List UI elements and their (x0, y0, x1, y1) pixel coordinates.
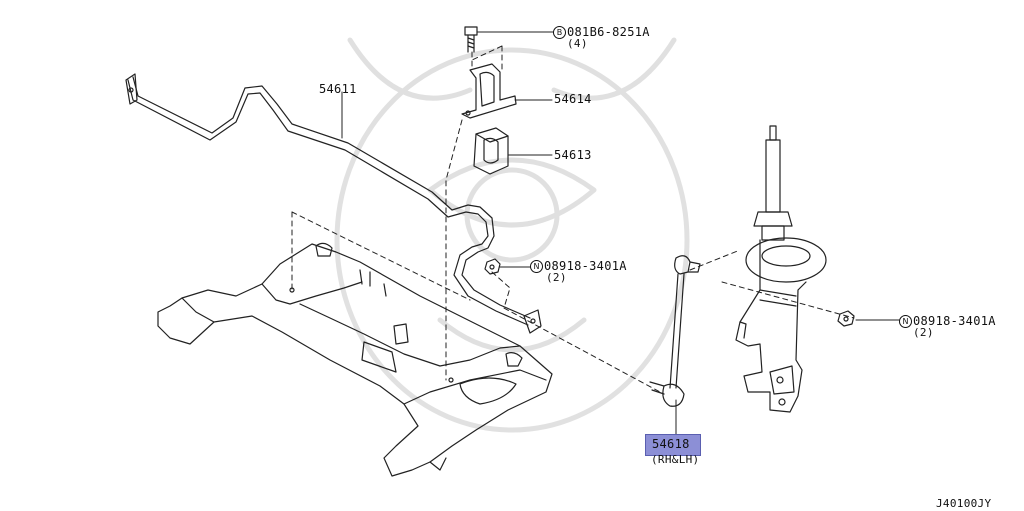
part-label-54618[interactable]: 54618 (652, 437, 690, 451)
bolt-prefix-badge: B (553, 26, 566, 39)
stabilizer-link-drawing (649, 255, 701, 407)
watermark-emblem (334, 37, 690, 433)
nut-drawing-right (837, 310, 855, 327)
part-label-54613[interactable]: 54613 (554, 148, 592, 162)
fastener-qty-nut-right: (2) (913, 326, 934, 339)
clamp-drawing (461, 63, 517, 119)
strut-drawing (735, 125, 827, 413)
fastener-label-nut-left[interactable]: 08918-3401A (544, 259, 627, 273)
bushing-drawing (473, 127, 509, 175)
nut-prefix-badge-right: N (899, 315, 912, 328)
dashed-lines (291, 45, 855, 393)
bolt-drawing (464, 26, 478, 53)
part-label-54611[interactable]: 54611 (319, 82, 357, 96)
stabilizer-bar-drawing (125, 73, 542, 334)
part-highlight-54618[interactable] (645, 434, 701, 456)
fastener-qty-nut-left: (2) (546, 271, 567, 284)
fastener-qty-bolt: (4) (567, 37, 588, 50)
crossmember-drawing (157, 242, 553, 477)
diagram-code: J40100JY (936, 497, 992, 510)
part-note-54618: (RH&LH) (651, 453, 700, 466)
nut-drawing-left (484, 258, 501, 275)
fastener-label-nut-right[interactable]: 08918-3401A (913, 314, 996, 328)
fastener-label-bolt[interactable]: 081B6-8251A (567, 25, 650, 39)
nut-prefix-badge-left: N (530, 260, 543, 273)
part-label-54614[interactable]: 54614 (554, 92, 592, 106)
